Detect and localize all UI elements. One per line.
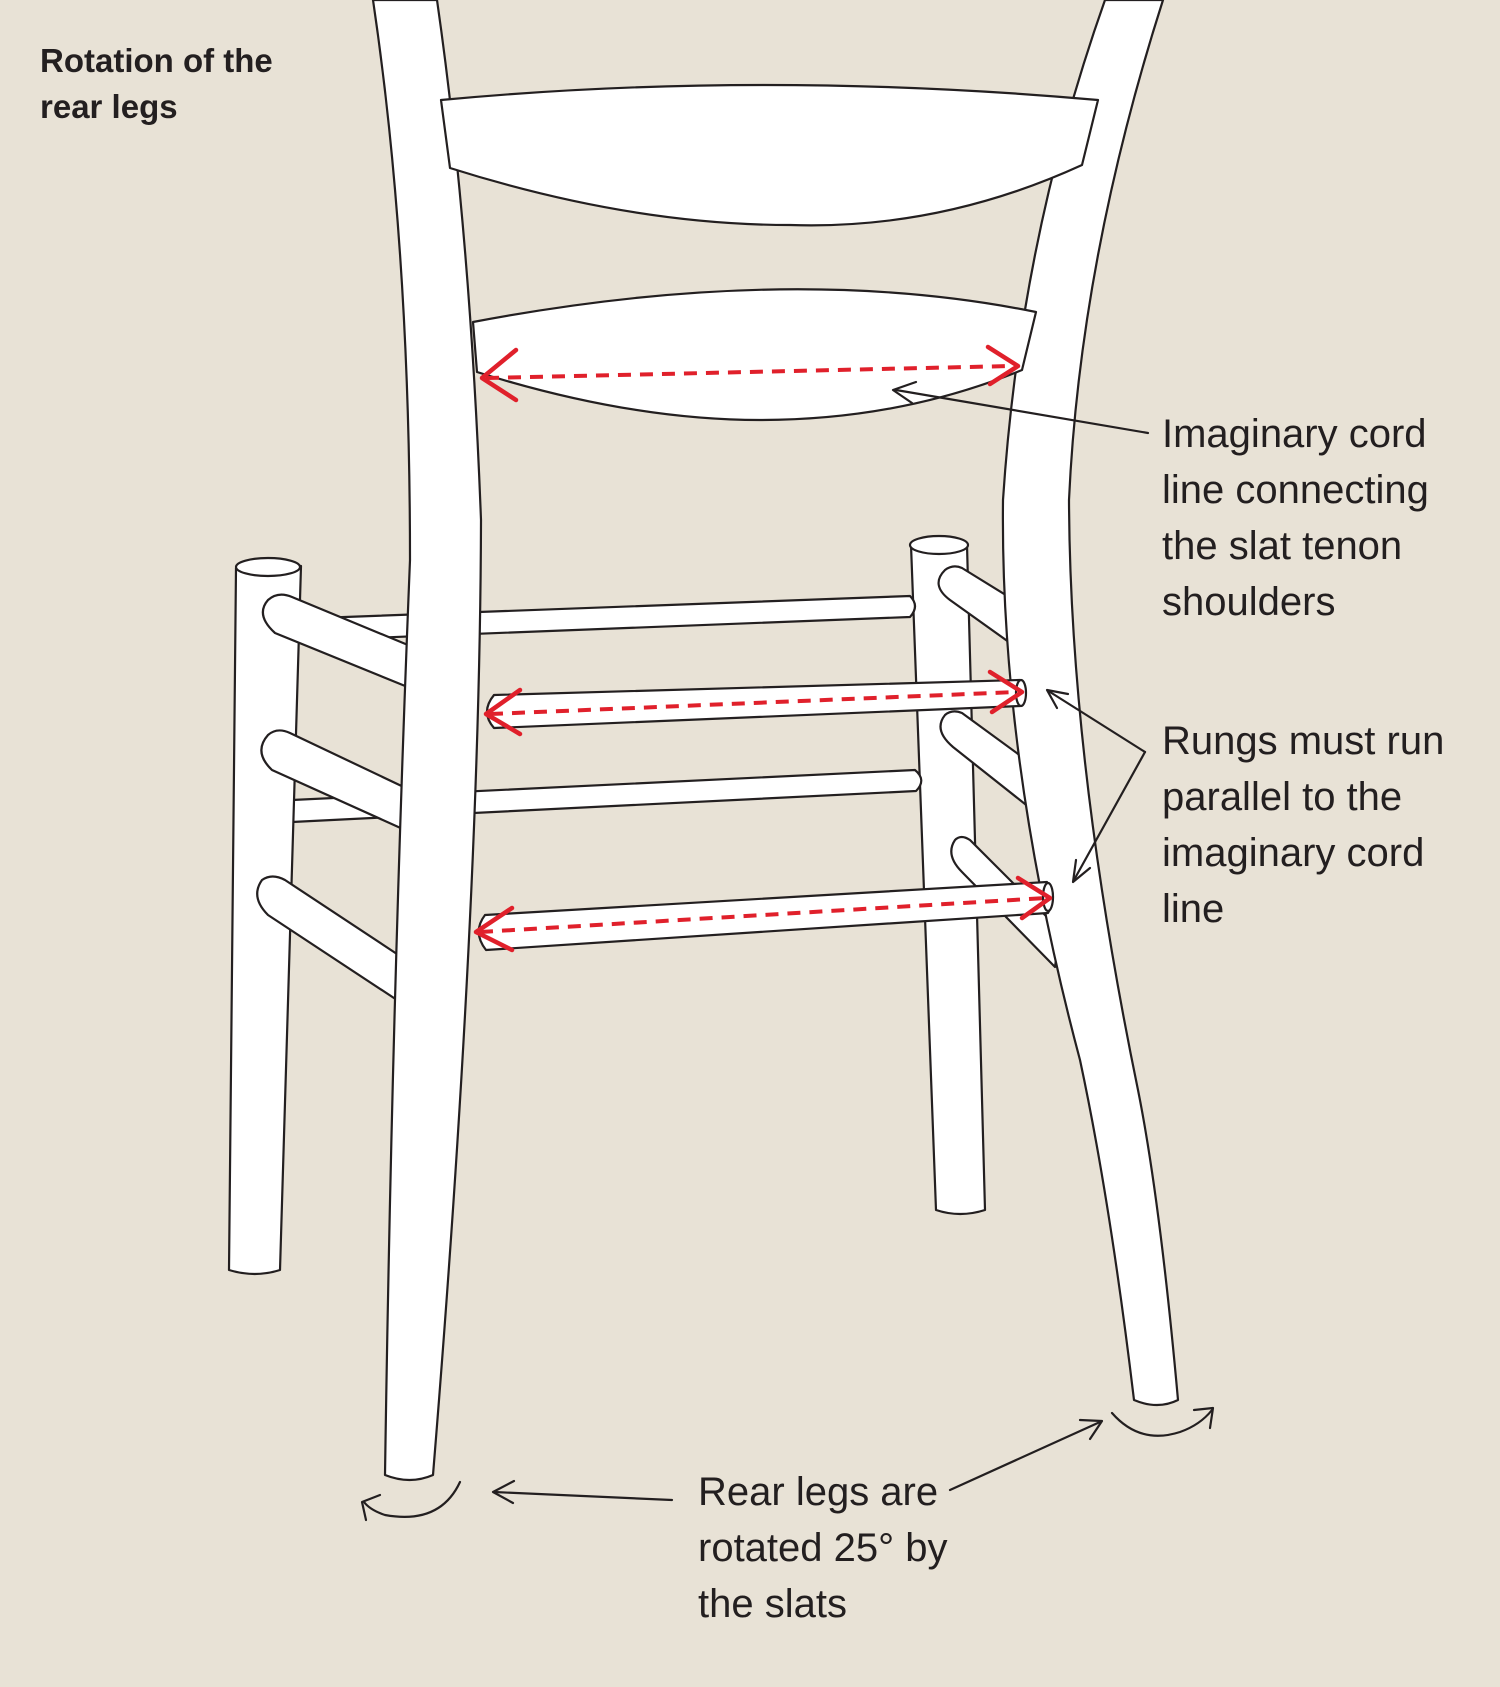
pointer-cord-label — [891, 380, 1150, 435]
rear-legs-label: Rear legs are rotated 25° by the slats — [698, 1470, 948, 1626]
rear-leg-right — [1001, 0, 1180, 1407]
rear-leg-left — [371, 0, 483, 1482]
cord-line-upper-rung — [483, 669, 1025, 737]
slat-upper — [439, 83, 1100, 227]
pointer-rungs-label — [1045, 688, 1147, 884]
cord-line-label: Imaginary cord line connecting the slat … — [1162, 412, 1429, 624]
cord-line-lower-rung — [473, 875, 1053, 953]
rotation-arrow-left — [360, 1480, 462, 1522]
pointer-legs-label-left — [491, 1479, 674, 1505]
cord-line-slat — [479, 344, 1021, 403]
rungs-label: Rungs must run parallel to the imaginary… — [1162, 719, 1445, 931]
front-leg-right — [909, 543, 987, 1216]
rotation-arrow-right — [1110, 1406, 1215, 1437]
front-leg-right-top — [908, 534, 970, 556]
pointer-legs-label-right — [948, 1418, 1104, 1492]
front-leg-left-top — [234, 556, 302, 578]
diagram-title: Rotation of the rear legs — [40, 42, 273, 125]
